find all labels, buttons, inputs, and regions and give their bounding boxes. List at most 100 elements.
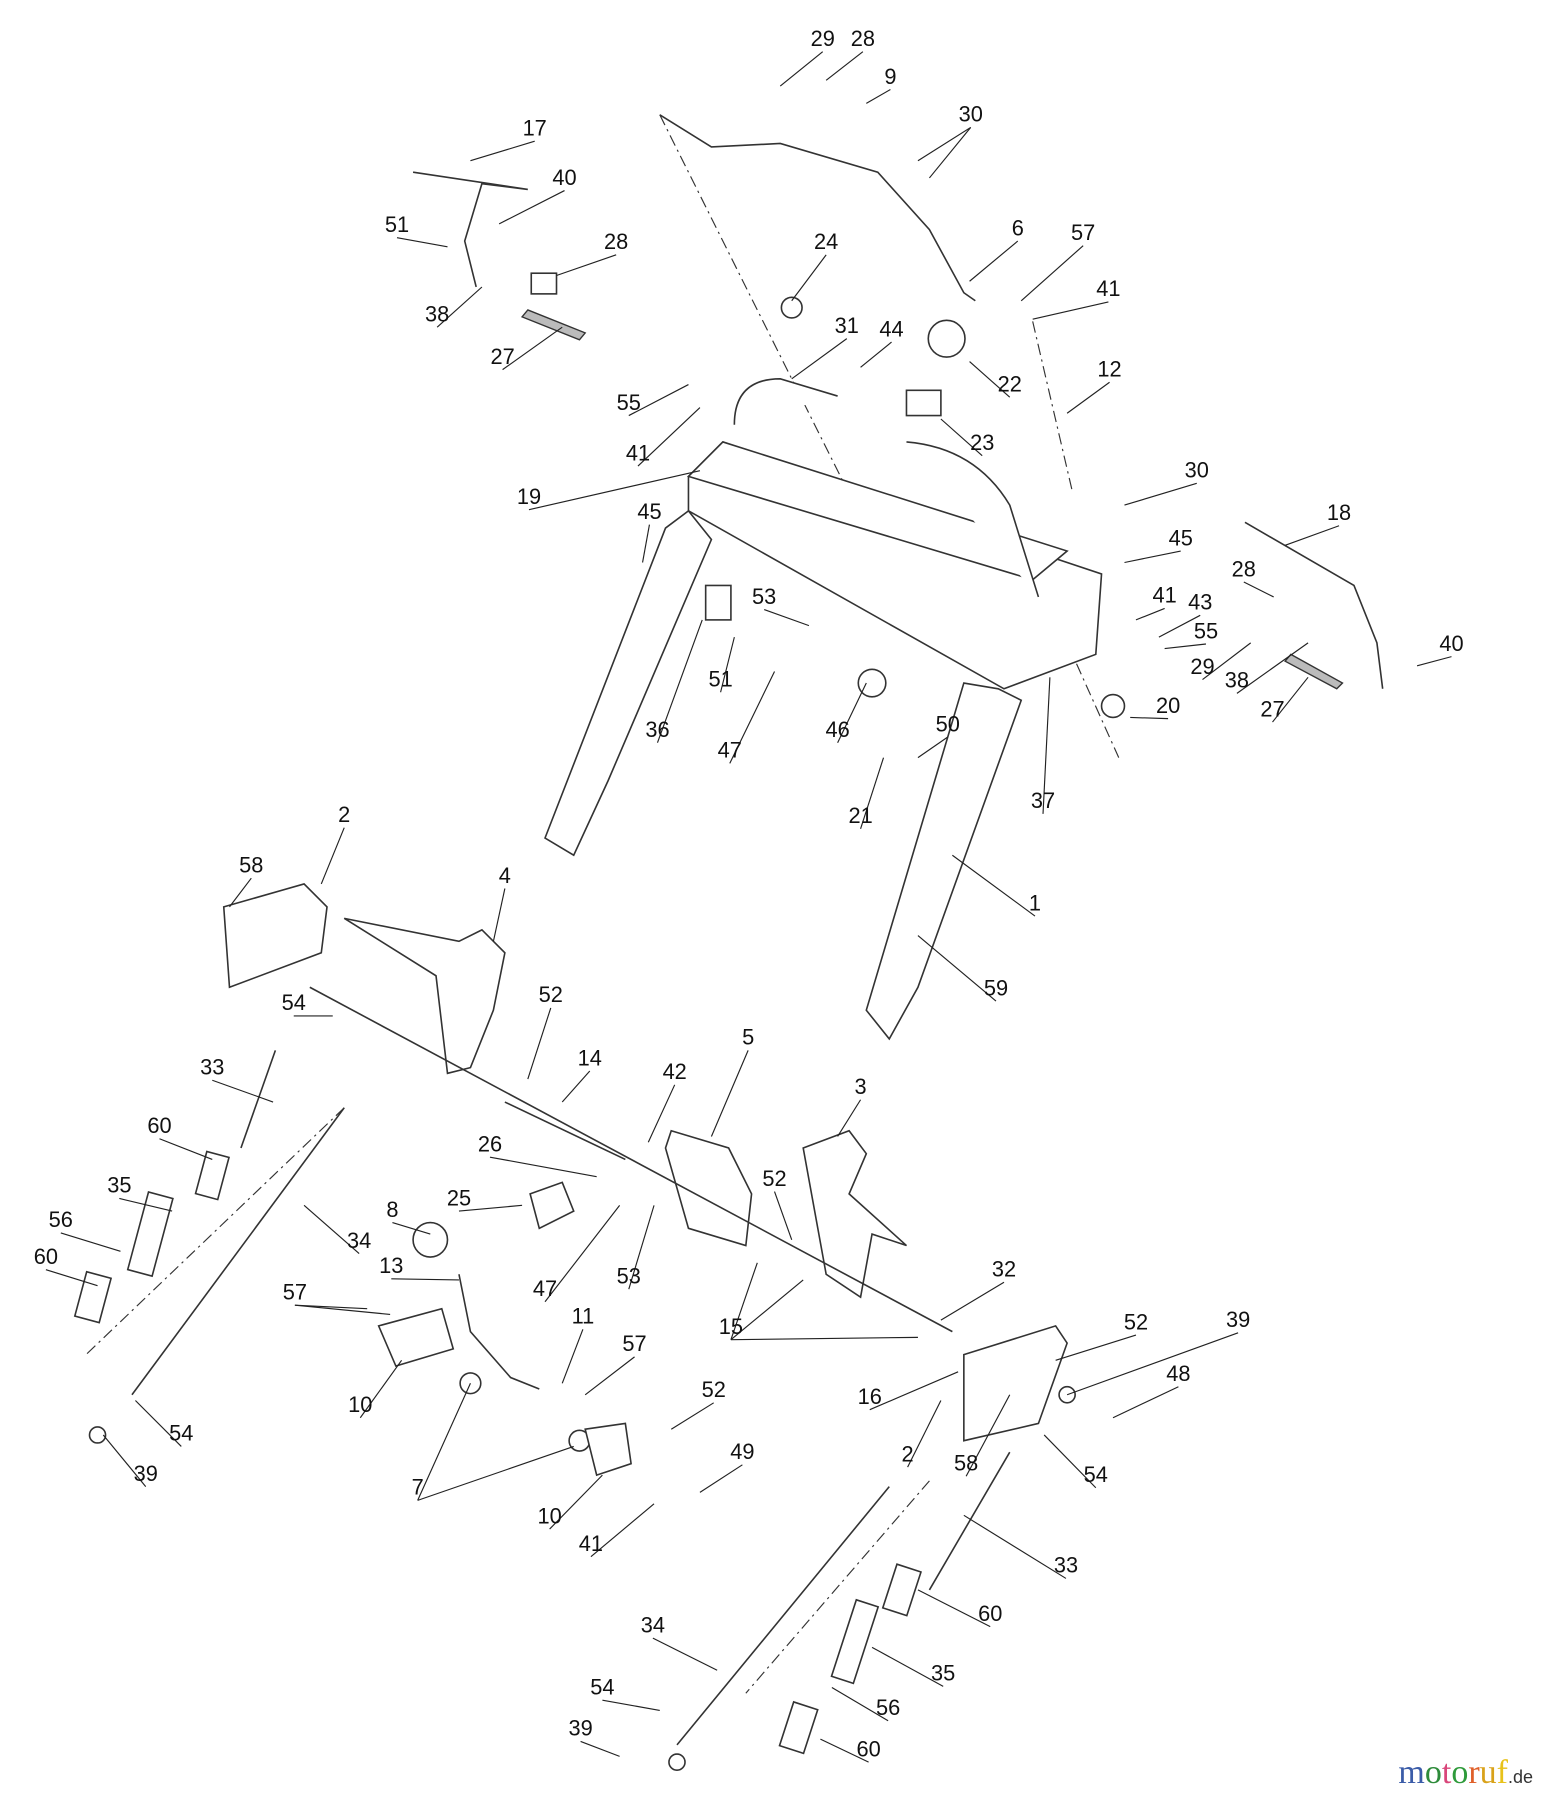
ignition-switch-22 [927, 319, 966, 358]
callout-number: 60 [34, 1244, 58, 1269]
watermark-letter: r [1468, 1754, 1480, 1791]
leader-line [561, 1070, 591, 1103]
leader-line [1130, 716, 1169, 720]
callout-number: 28 [851, 26, 875, 51]
callout-number: 25 [447, 1185, 471, 1210]
callout-number: 40 [552, 165, 576, 190]
rod-end-39 [88, 1426, 107, 1444]
callout-number: 41 [626, 440, 650, 465]
leader-line [590, 1503, 655, 1558]
leader-line [229, 877, 252, 908]
callout-number: 59 [984, 975, 1008, 1000]
leader-line [773, 1191, 793, 1240]
leader-line [720, 636, 735, 693]
callout-number: 60 [147, 1113, 171, 1138]
leader-line [820, 1738, 869, 1763]
leader-line [1066, 381, 1110, 414]
watermark-letter: m [1398, 1754, 1425, 1791]
leader-line [860, 757, 885, 830]
leader-line [628, 1205, 655, 1290]
leader-line [1416, 656, 1452, 667]
leader-line [1284, 525, 1340, 546]
callout-number: 22 [998, 371, 1022, 396]
spring-27b [1284, 653, 1344, 690]
leader-line [1020, 245, 1084, 302]
callout-number: 49 [730, 1439, 754, 1464]
callout-number: 58 [954, 1451, 978, 1476]
handle-grip-left [733, 378, 838, 425]
leader-line [860, 341, 892, 368]
leader-line [602, 1699, 660, 1712]
hourmeter-23 [905, 389, 942, 417]
callout-number: 7 [412, 1475, 424, 1500]
shift-knob-8 [412, 1221, 449, 1258]
callout-number: 36 [645, 717, 669, 742]
leader-line [1135, 607, 1165, 621]
callout-number: 51 [385, 212, 409, 237]
callout-number: 41 [1153, 583, 1177, 608]
callout-number: 10 [348, 1392, 372, 1417]
watermark-suffix: .de [1507, 1767, 1533, 1787]
callout-number: 16 [858, 1384, 882, 1409]
sleeve-60b [73, 1270, 113, 1324]
callout-number: 55 [617, 390, 641, 415]
callout-number: 39 [134, 1461, 158, 1486]
leader-line [470, 140, 535, 162]
leader-line [779, 51, 824, 87]
shaft-main [309, 986, 953, 1333]
leader-line [417, 1445, 574, 1501]
drive-lever-3 [802, 1129, 908, 1299]
callout-number: 57 [1071, 220, 1095, 245]
rod-end-39c [668, 1753, 686, 1771]
callout-number: 40 [1439, 631, 1463, 656]
leader-line [1124, 550, 1181, 564]
leader-line [580, 1740, 620, 1757]
leader-line [489, 1156, 597, 1178]
shaft-14 [504, 1101, 626, 1161]
callout-number: 48 [1166, 1361, 1190, 1386]
callout-number: 18 [1327, 500, 1351, 525]
sleeve-60 [194, 1150, 230, 1201]
watermark-letter: u [1479, 1754, 1497, 1791]
leader-line [1202, 642, 1252, 681]
callout-number: 52 [702, 1377, 726, 1402]
leader-line [940, 418, 983, 457]
leader-line [699, 1464, 743, 1493]
callout-number: 56 [49, 1207, 73, 1232]
callout-number: 56 [876, 1695, 900, 1720]
callout-number: 34 [641, 1612, 665, 1637]
callout-number: 13 [379, 1253, 403, 1278]
key-switch-24 [780, 296, 803, 319]
rod-34 [131, 1107, 345, 1396]
leader-line [763, 609, 810, 627]
callout-number: 42 [663, 1059, 687, 1084]
callout-number: 35 [107, 1173, 131, 1198]
leader-line [45, 1269, 98, 1287]
callout-number: 53 [752, 584, 776, 609]
leader-line [730, 1336, 918, 1341]
callout-number: 37 [1031, 788, 1055, 813]
sleeve-60d [778, 1700, 819, 1755]
callout-number: 35 [931, 1661, 955, 1686]
leader-line [647, 1084, 676, 1143]
callout-number: 47 [533, 1276, 557, 1301]
leader-line [134, 1400, 182, 1447]
leader-line [1043, 1434, 1097, 1489]
leader-line [1112, 1386, 1179, 1419]
watermark-letter: f [1496, 1754, 1508, 1791]
leader-line [294, 1304, 391, 1315]
callout-number: 54 [590, 1674, 614, 1699]
leader-line [1236, 642, 1309, 694]
frame-top-panel [686, 441, 1069, 581]
leader-line [837, 1099, 862, 1137]
knob-25 [529, 1181, 575, 1230]
callout-number: 34 [347, 1228, 371, 1253]
callout-number: 33 [200, 1055, 224, 1080]
watermark-letter: o [1451, 1754, 1469, 1791]
leader-line [940, 1281, 1005, 1321]
callout-number: 43 [1188, 590, 1212, 615]
switch-28 [530, 272, 558, 295]
leader-line [528, 470, 701, 511]
callout-number: 57 [622, 1331, 646, 1356]
leader-line [1032, 301, 1109, 320]
